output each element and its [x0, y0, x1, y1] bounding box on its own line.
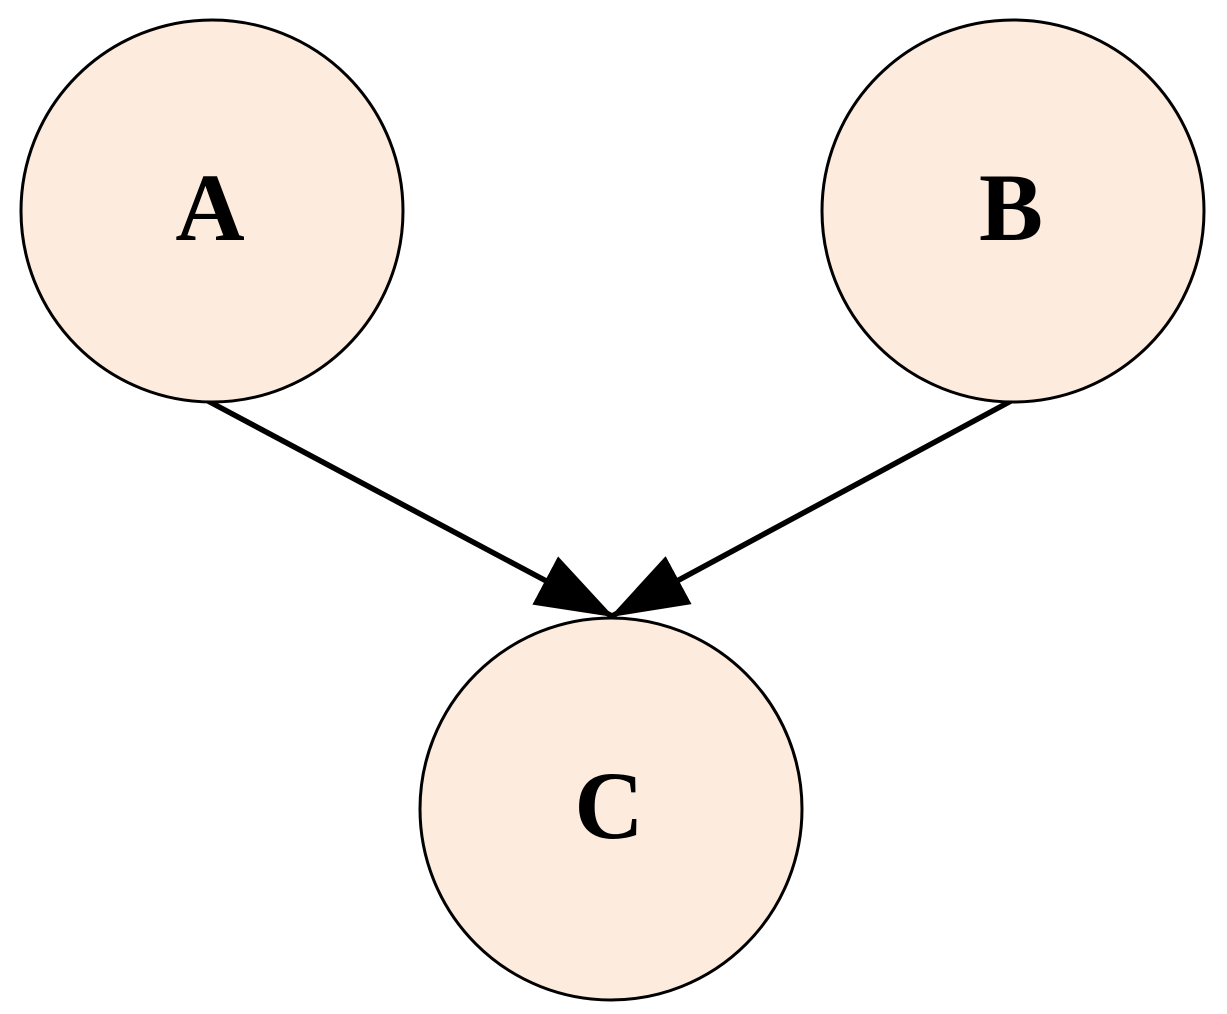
edge-b-to-c [609, 398, 1013, 619]
edge-a-to-c [206, 398, 615, 619]
node-label-a: A [175, 154, 244, 261]
graph-node-c: C [418, 616, 804, 1002]
node-label-c: C [574, 752, 643, 859]
graph-node-a: A [19, 18, 405, 404]
graph-node-b: B [820, 18, 1206, 404]
node-label-b: B [979, 154, 1043, 261]
node-circle-a [19, 18, 405, 404]
node-circle-c [418, 616, 804, 1002]
node-circle-b [820, 18, 1206, 404]
